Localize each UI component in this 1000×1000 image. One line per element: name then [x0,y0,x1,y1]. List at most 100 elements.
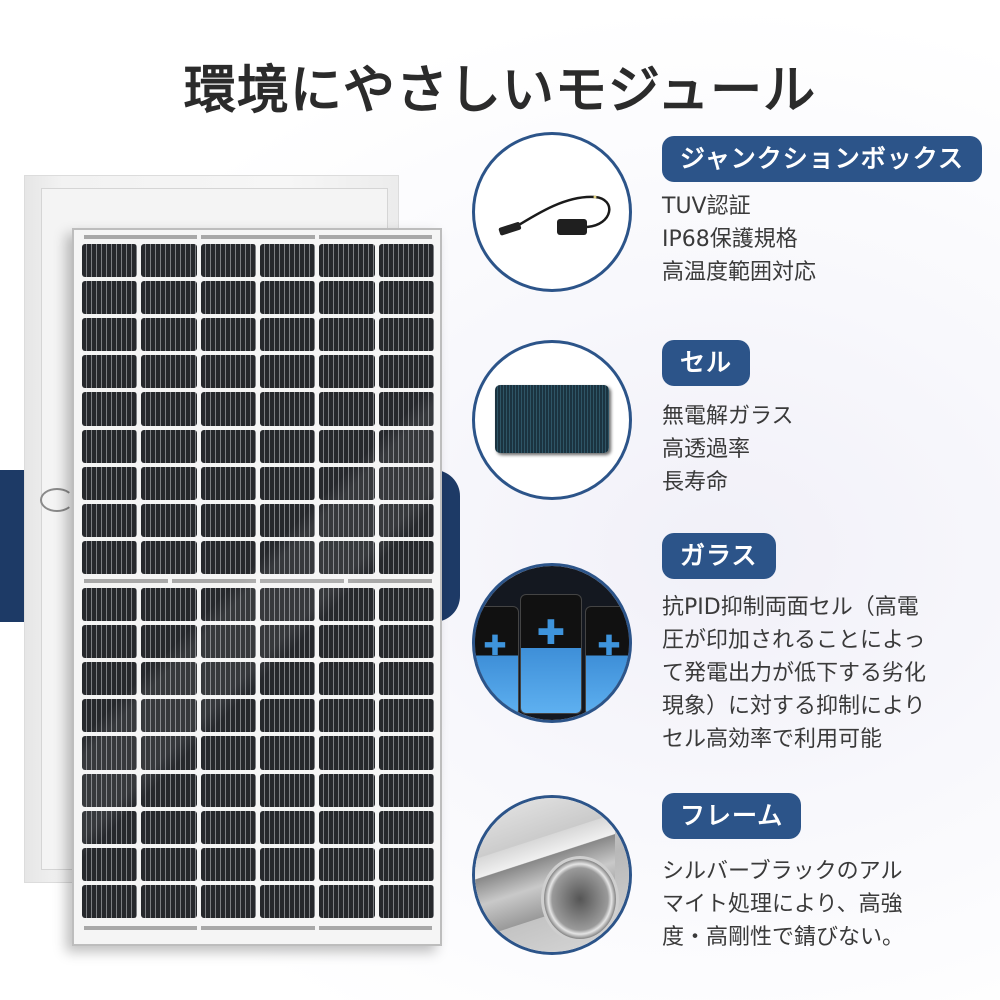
solar-cell [378,810,434,844]
feature-label: フレーム [662,793,802,839]
solar-cell [259,847,316,881]
solar-cell [319,392,375,426]
solar-cell [378,392,434,426]
solar-cell [378,429,434,463]
feature-label: セル [662,340,751,386]
feature-description: TUV認証 IP68保護規格 高温度範囲対応 [662,190,962,289]
solar-cell [200,810,256,844]
solar-cell [141,736,197,770]
desc-line: IP68保護規格 [662,227,798,252]
solar-cell [259,736,316,770]
solar-cell [378,244,434,278]
solar-cell [82,773,138,807]
busbar-middle [84,579,432,583]
solar-cell [82,355,138,389]
solar-cell [141,810,197,844]
solar-cell [82,429,138,463]
solar-cell [200,503,256,537]
desc-line: 長寿命 [662,470,729,495]
cell-grid-top [82,244,434,574]
solar-cell [200,540,256,574]
frame-handle-ring [40,488,74,512]
solar-cell [259,588,316,622]
solar-cell [200,244,256,278]
solar-cell [259,392,316,426]
solar-cell [378,503,434,537]
solar-cell [378,625,434,659]
feature-description: シルバーブラックのアル マイト処理により、高強 度・高剛性で錆びない。 [662,855,962,954]
solar-cell [141,503,197,537]
solar-cell [378,318,434,352]
desc-line: セル高効率で利用可能 [662,727,883,752]
solar-cell [259,244,316,278]
solar-cell [200,662,256,696]
solar-cell [200,699,256,733]
solar-cell-icon [472,340,632,500]
solar-cell [319,588,375,622]
battery-left: ✚ [475,606,519,716]
solar-cell [259,625,316,659]
solar-cell [82,503,138,537]
solar-cell [259,773,316,807]
battery-right: ✚ [585,606,629,716]
solar-cell [378,773,434,807]
solar-cell [82,244,138,278]
solar-cell [141,540,197,574]
solar-cell [259,662,316,696]
solar-cell [319,884,375,918]
solar-cell [259,540,316,574]
feature-label: ガラス [662,533,776,579]
solar-cell [319,810,375,844]
solar-cell [259,429,316,463]
solar-cell [141,392,197,426]
solar-cell [319,540,375,574]
solar-cell [141,662,197,696]
solar-cell [82,699,138,733]
solar-cell [82,736,138,770]
desc-line: 現象）に対する抑制により [662,694,926,719]
battery-center: ✚ [520,594,582,714]
solar-cell [378,736,434,770]
solar-cell [319,847,375,881]
solar-cell [378,281,434,315]
solar-cell [319,736,375,770]
busbar-bottom [84,926,432,930]
desc-line: 無電解ガラス [662,404,794,429]
solar-cell [141,466,197,500]
solar-cell [259,884,316,918]
solar-cell [200,736,256,770]
solar-cell [378,355,434,389]
solar-cell [259,503,316,537]
solar-cell [259,318,316,352]
desc-line: マイト処理により、高強 [662,892,903,917]
junction-box-cable-icon [472,132,632,292]
solar-cell [200,847,256,881]
solar-cell [82,540,138,574]
solar-cell [378,699,434,733]
solar-cell [82,588,138,622]
solar-cell [141,884,197,918]
solar-cell [141,588,197,622]
solar-cell [319,662,375,696]
solar-cell [378,847,434,881]
solar-cell [82,847,138,881]
solar-cell [378,466,434,500]
solar-cell [82,392,138,426]
cell-grid-bottom [82,588,434,918]
solar-cell [378,884,434,918]
solar-cell [378,540,434,574]
solar-cell [141,244,197,278]
desc-line: TUV認証 [662,194,751,219]
page-title: 環境にやさしいモジュール [183,61,817,121]
cable-icon [498,195,611,236]
solar-cell [319,281,375,315]
solar-cell [141,355,197,389]
solar-cell [259,699,316,733]
solar-cell [319,355,375,389]
frame-tube [541,856,619,942]
solar-cell [319,625,375,659]
desc-line: 高透過率 [662,437,751,462]
solar-cell [82,281,138,315]
solar-cell [259,466,316,500]
solar-cell [141,699,197,733]
